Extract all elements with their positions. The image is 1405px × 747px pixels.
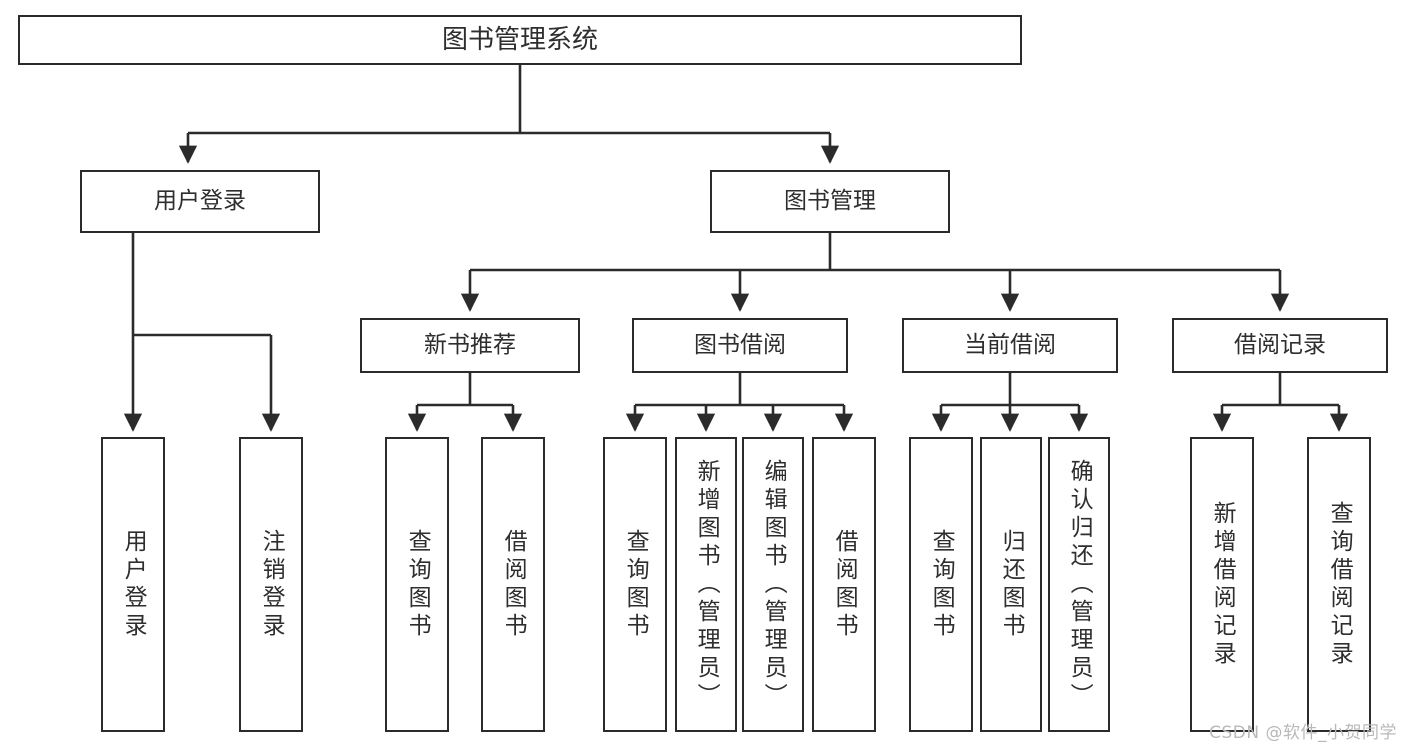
node-new-book-recommend[interactable]: 新书推荐	[360, 318, 580, 373]
node-label: 新书推荐	[424, 332, 516, 358]
leaf-borrow-record-query[interactable]: 查询借阅记录	[1307, 437, 1371, 732]
leaf-current-borrow-query[interactable]: 查询图书	[909, 437, 973, 732]
node-label: 当前借阅	[964, 332, 1056, 358]
leaf-book-borrow-edit[interactable]: 编辑图书（管理员）	[742, 437, 804, 732]
node-book-management[interactable]: 图书管理	[710, 170, 950, 233]
node-root-system[interactable]: 图书管理系统	[18, 15, 1022, 65]
node-label: 借阅图书	[831, 528, 858, 641]
node-label: 图书管理系统	[441, 25, 598, 55]
leaf-book-borrow-add[interactable]: 新增图书（管理员）	[675, 437, 737, 732]
node-label: 新增图书（管理员）	[693, 458, 720, 711]
leaf-current-borrow-return[interactable]: 归还图书	[980, 437, 1042, 732]
node-current-borrow[interactable]: 当前借阅	[902, 318, 1118, 373]
node-label: 用户登录	[120, 528, 147, 641]
node-label: 编辑图书（管理员）	[760, 458, 787, 711]
node-label: 查询图书	[622, 528, 649, 641]
node-label: 查询图书	[928, 528, 955, 641]
leaf-user-login-login[interactable]: 用户登录	[101, 437, 165, 732]
node-label: 确认归还（管理员）	[1066, 458, 1093, 711]
node-label: 归还图书	[998, 528, 1025, 641]
leaf-book-borrow-query[interactable]: 查询图书	[603, 437, 667, 732]
leaf-book-borrow-borrow[interactable]: 借阅图书	[812, 437, 876, 732]
csdn-watermark: CSDN @软件_小贺同学	[1209, 723, 1397, 743]
node-label: 图书借阅	[694, 332, 786, 358]
node-user-login[interactable]: 用户登录	[80, 170, 320, 233]
leaf-new-book-query[interactable]: 查询图书	[385, 437, 449, 732]
leaf-new-book-borrow[interactable]: 借阅图书	[481, 437, 545, 732]
leaf-current-borrow-confirm[interactable]: 确认归还（管理员）	[1048, 437, 1110, 732]
node-label: 借阅记录	[1234, 332, 1326, 358]
node-label: 新增借阅记录	[1209, 500, 1236, 669]
leaf-borrow-record-add[interactable]: 新增借阅记录	[1190, 437, 1254, 732]
node-label: 查询图书	[404, 528, 431, 641]
node-borrow-record[interactable]: 借阅记录	[1172, 318, 1388, 373]
node-label: 查询借阅记录	[1326, 500, 1353, 669]
leaf-user-login-logout[interactable]: 注销登录	[239, 437, 303, 732]
node-label: 用户登录	[154, 188, 246, 214]
node-label: 图书管理	[784, 188, 876, 214]
node-label: 注销登录	[258, 528, 285, 641]
node-label: 借阅图书	[500, 528, 527, 641]
node-book-borrow[interactable]: 图书借阅	[632, 318, 848, 373]
